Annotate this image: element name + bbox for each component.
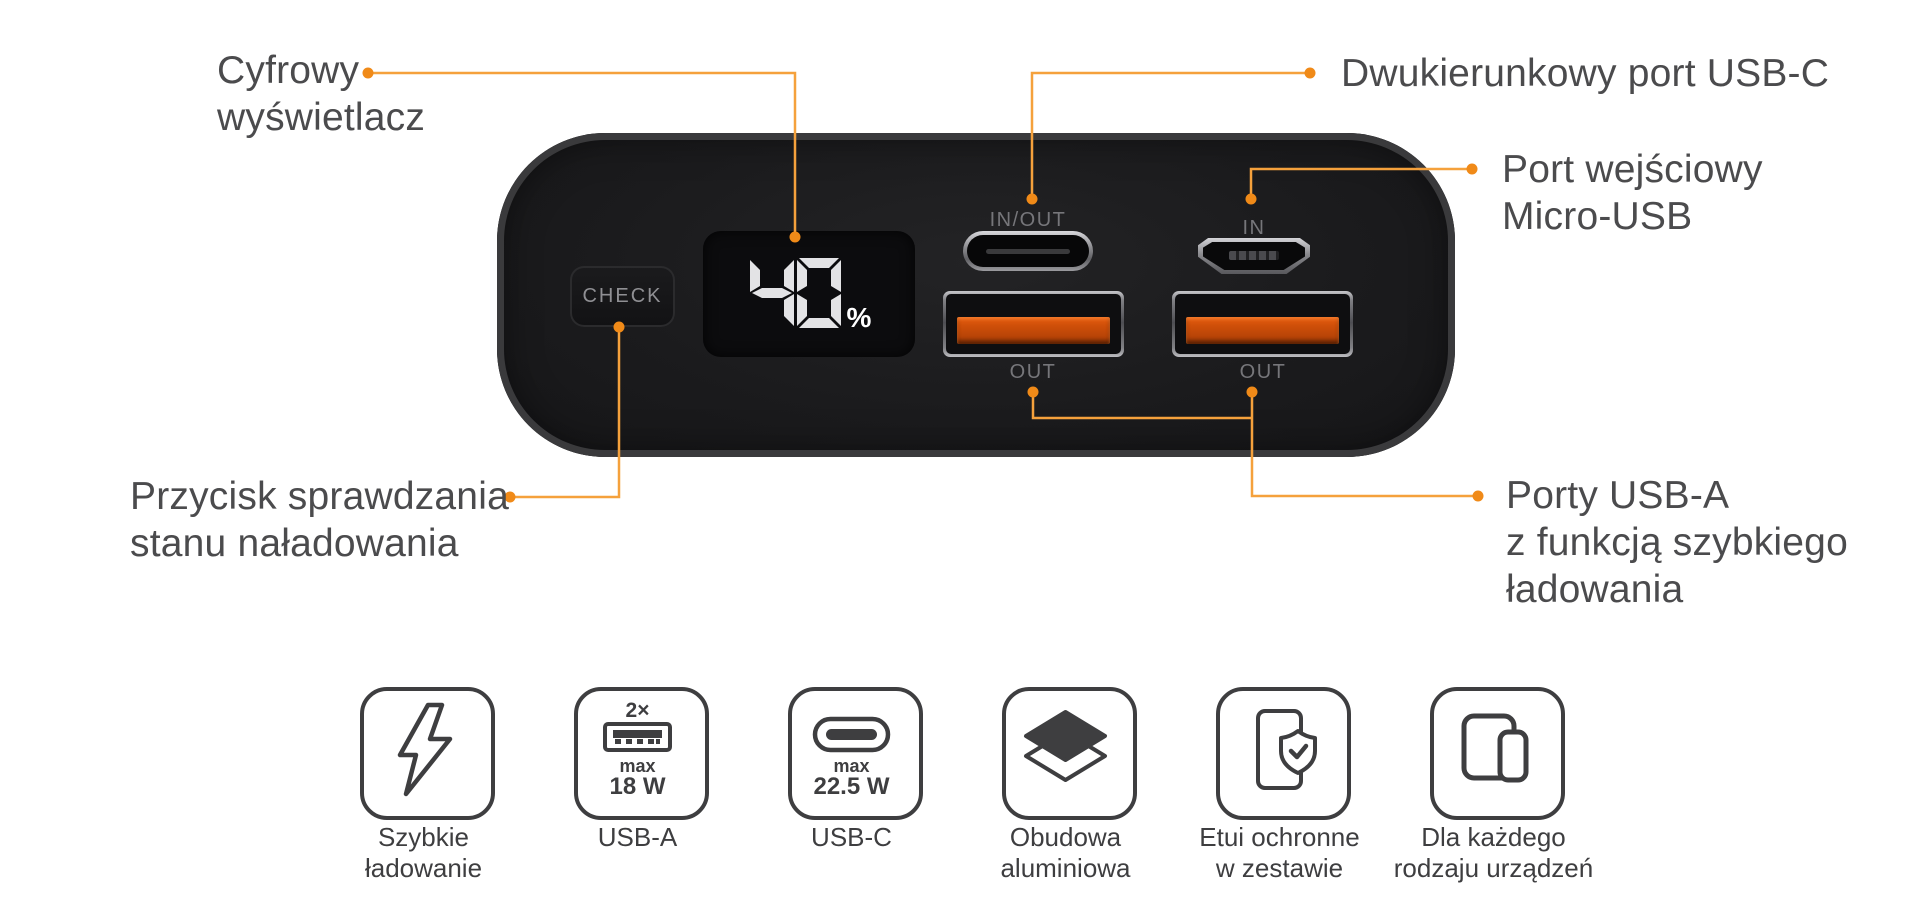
powerbank-body: CHECK % IN/OUT IN OUT OUT [497, 133, 1455, 457]
power-rating: 22.5 W [813, 773, 889, 800]
power-rating: 18 W [609, 773, 665, 800]
feature-usb-a: 2× max 18 W [574, 687, 709, 820]
callout-usb-a-ports: Porty USB-A z funkcją szybkiego ładowani… [1506, 472, 1848, 613]
lightning-bolt-icon [397, 702, 453, 797]
micro-usb-port-label: IN [1242, 217, 1266, 239]
percent-sign: % [847, 302, 872, 333]
usb-c-connector-icon: max 22.5 W [812, 716, 891, 800]
usb-c-port-label: IN/OUT [989, 209, 1067, 231]
callout-usb-c-port: Dwukierunkowy port USB-C [1341, 50, 1829, 97]
feature-fast-charging [360, 687, 495, 820]
callout-line: Dwukierunkowy port USB-C [1341, 52, 1830, 95]
feature-protective-case [1216, 687, 1351, 820]
callout-line: stanu naładowania [130, 522, 459, 565]
max-label: max [619, 756, 655, 776]
feature-label: Obudowa aluminiowa [1000, 822, 1131, 883]
devices-icon [1461, 713, 1529, 783]
feature-all-devices [1430, 687, 1565, 820]
callout-line: Micro-USB [1502, 195, 1693, 238]
usb-a-port-1 [943, 291, 1124, 357]
callout-check-button: Przycisk sprawdzania stanu naładowania [130, 473, 509, 567]
max-label: max [833, 756, 869, 776]
callout-line: wyświetlacz [217, 96, 426, 139]
check-button: CHECK [570, 266, 675, 327]
usb-c-port-slot [986, 249, 1070, 254]
callout-line: Port wejściowy [1502, 148, 1763, 191]
callout-line: z funkcją szybkiego [1506, 521, 1848, 564]
usb-a-count-badge: 2× [626, 699, 650, 722]
usb-a-orange-tongue [1186, 317, 1339, 344]
battery-display: % [703, 231, 915, 357]
usb-a-port-2-label: OUT [1239, 361, 1287, 383]
micro-usb-pins [1229, 251, 1279, 260]
feature-aluminum-case [1002, 687, 1137, 820]
callout-line: Cyfrowy [217, 49, 360, 92]
callout-digital-display: Cyfrowy wyświetlacz [217, 47, 425, 141]
callout-line: ładowania [1506, 568, 1684, 611]
usb-a-port-1-label: OUT [1009, 361, 1057, 383]
micro-usb-port [1198, 238, 1310, 274]
callout-micro-usb-port: Port wejściowy Micro-USB [1502, 146, 1763, 240]
layers-icon [1024, 710, 1107, 782]
usb-a-orange-tongue [957, 317, 1110, 344]
feature-label: Szybkie ładowanie [364, 822, 483, 883]
feature-label: Etui ochronne w zestawie [1199, 822, 1360, 883]
feature-label: USB-A [597, 822, 678, 852]
usb-a-port-2 [1172, 291, 1353, 357]
feature-label: USB-C [811, 822, 892, 852]
case-shield-icon [1256, 709, 1317, 790]
usb-a-connector-icon: 2× max 18 W [603, 699, 672, 800]
check-button-label: CHECK [582, 285, 663, 307]
feature-usb-c: max 22.5 W [788, 687, 923, 820]
usb-c-port [963, 231, 1093, 271]
seven-segment-display: % [750, 258, 872, 333]
callout-line: Porty USB-A [1506, 474, 1730, 517]
callout-line: Przycisk sprawdzania [130, 475, 509, 518]
feature-label: Dla każdego rodzaju urządzeń [1393, 822, 1594, 883]
